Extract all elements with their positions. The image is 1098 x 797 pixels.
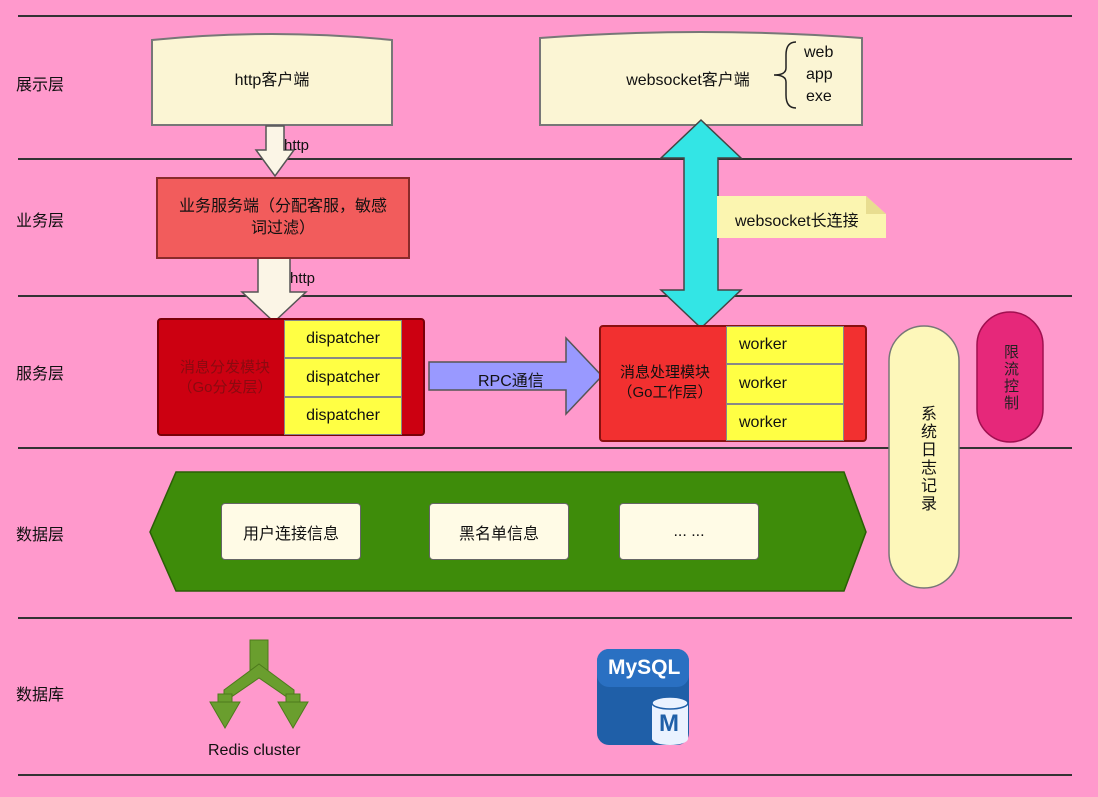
process-module-label: 消息处理模块（Go工作层） [617,364,713,401]
http-client-shape [151,33,393,126]
worker-cell: worker [726,326,844,364]
data-item-user-connection: 用户连接信息 [221,503,361,560]
data-item-more: ... ... [619,503,759,560]
rpc-label: RPC通信 [478,373,544,390]
ws-client: websocket客户端 [626,72,750,89]
layer-label-database: 数据库 [16,687,65,704]
separator-line [18,617,1072,619]
ws-long-conn: websocket长连接 [735,213,859,230]
redis-label: Redis cluster [208,742,301,759]
worker-cell: worker [726,364,844,404]
http-client: http客户端 [234,72,310,89]
mysql-logo-text: MySQL [608,656,681,679]
ws-note-fold [866,196,886,214]
dispatcher-cell: dispatcher [284,320,402,358]
layer-label-presentation: 展示层 [16,77,65,94]
http-arrow-1 [254,125,296,178]
dispatcher-cell: dispatcher [284,358,402,397]
log-capsule-shape [888,325,960,589]
redis-icon [209,639,309,730]
separator-line [18,295,1072,297]
platform-brace [773,41,797,109]
ws-platform-web: web [804,44,834,61]
system-log: 系统日志记录 [918,405,935,513]
rate-limit-shape [976,311,1044,443]
separator-line [18,447,1072,449]
separator-line [18,15,1072,17]
ws-platform-app: app [806,66,833,83]
http-label-2: http [290,270,316,287]
mysql-icon [597,649,689,745]
ws-client-shape [539,31,863,126]
layer-label-service: 服务层 [16,366,65,383]
business-server: 业务服务端（分配客服，敏感词过滤） [156,177,410,259]
http-label-1: http [284,137,310,154]
separator-line [18,774,1072,776]
mysql-logo-m: M [659,710,679,737]
ws-platform-exe: exe [806,88,832,105]
dispatch-module-label: 消息分发模块（Go分发层） [177,359,273,396]
layer-label-business: 业务层 [16,213,65,230]
rpc-arrow [428,336,604,416]
worker-cell: worker [726,404,844,441]
business-server-label: 业务服务端（分配客服，敏感词过滤） [178,198,387,237]
data-item-blacklist: 黑名单信息 [429,503,569,560]
http-arrow-2 [240,257,308,324]
ws-note-shape [717,196,886,238]
dispatcher-cell: dispatcher [284,397,402,435]
layer-label-data: 数据层 [16,527,65,544]
rate-limit: 限流控制 [1002,344,1019,412]
separator-line [18,158,1072,160]
